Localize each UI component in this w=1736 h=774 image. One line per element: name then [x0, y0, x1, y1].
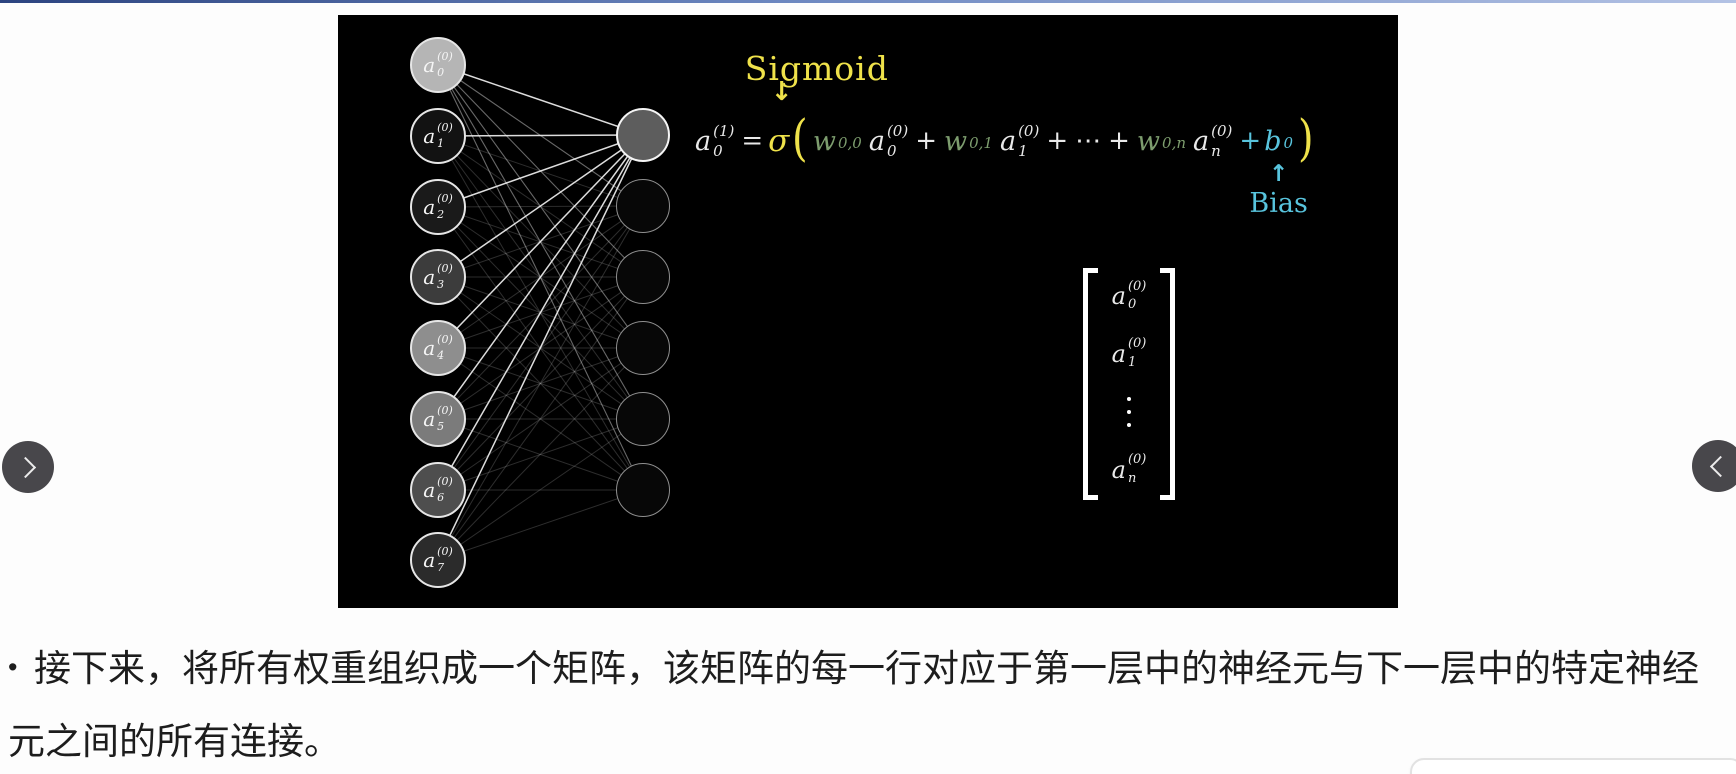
vector-entry-1: a(0)1: [1111, 336, 1147, 370]
input-neuron-6: a(0)6: [410, 462, 466, 518]
sigma-symbol: σ: [768, 122, 790, 159]
slide-canvas: a(0)0 a(0)1 a(0)2 a(0)3 a(0)4 a(0)5 a(0)6 a(0)7…: [338, 15, 1398, 608]
input-neuron-1: a(0)1: [410, 108, 466, 164]
plus-operator: +: [915, 126, 937, 156]
next-slide-button[interactable]: [1692, 440, 1736, 492]
caption-line-1: 接下来，将所有权重组织成一个矩阵，该矩阵的每一行对应于第一层中的神经元与下一层中…: [34, 648, 1699, 689]
input-neuron-label: a(0)2: [423, 191, 453, 221]
input-neuron-label: a(0)0: [423, 49, 453, 79]
formula-lhs: a(1)0: [695, 121, 735, 160]
vector-entry-3: a(0)n: [1111, 452, 1147, 486]
equals-sign: =: [741, 126, 764, 156]
sigmoid-down-arrow-icon: ↓: [770, 77, 793, 107]
bullet-icon: •: [8, 652, 18, 682]
input-neuron-label: a(0)6: [423, 474, 453, 504]
bias-annotation: ↑ Bias: [1234, 161, 1324, 220]
vector-entries: a(0)0 a(0)1 a(0)n: [1098, 268, 1160, 500]
next-layer-neuron-0: [616, 108, 670, 162]
input-neuron-label: a(0)4: [423, 332, 453, 362]
network-connections-graphic: [437, 64, 644, 561]
next-layer-neuron-2: [616, 250, 670, 304]
top-accent-bar: [0, 0, 1736, 3]
activation-n: a(0)n: [1193, 121, 1233, 160]
input-neuron-4: a(0)4: [410, 320, 466, 376]
activation-0: a(0)0: [868, 121, 909, 160]
input-neuron-label: a(0)1: [423, 120, 453, 150]
bias-label: Bias: [1249, 188, 1308, 219]
next-layer-neuron-5: [616, 463, 670, 517]
input-neuron-label: a(0)3: [423, 261, 453, 291]
plus-operator: +: [1108, 126, 1130, 156]
input-neuron-label: a(0)5: [423, 403, 453, 433]
plus-operator: +: [1046, 126, 1069, 156]
bias-plus: +: [1239, 126, 1262, 156]
prev-slide-button[interactable]: [2, 441, 54, 493]
bias-up-arrow-icon: ↑: [1268, 161, 1289, 187]
input-neuron-3: a(0)3: [410, 249, 466, 305]
input-neuron-0: a(0)0: [410, 37, 466, 93]
input-neuron-7: a(0)7: [410, 532, 466, 588]
caption-line-2: 元之间的所有连接。: [8, 721, 341, 762]
sigmoid-label: Sigmoid: [744, 49, 889, 88]
input-neuron-label: a(0)7: [423, 544, 453, 574]
cdots: ⋯: [1075, 126, 1102, 156]
activation-1: a(0)1: [999, 121, 1040, 160]
input-neuron-5: a(0)5: [410, 391, 466, 447]
input-neuron-2: a(0)2: [410, 179, 466, 235]
open-paren: (: [792, 108, 808, 167]
chevron-left-icon: [1709, 455, 1732, 477]
close-paren: ): [1297, 108, 1314, 167]
chevron-right-icon: [14, 456, 37, 478]
next-layer-neuron-1: [616, 179, 670, 233]
vector-right-bracket: [1160, 268, 1175, 500]
caption-text: • 接下来，将所有权重组织成一个矩阵，该矩阵的每一行对应于第一层中的神经元与下一层…: [8, 631, 1734, 774]
next-layer-neuron-4: [616, 392, 670, 446]
bottom-right-card[interactable]: [1410, 758, 1736, 774]
vector-ellipsis: [1127, 396, 1131, 427]
activation-vector: a(0)0 a(0)1 a(0)n: [1083, 268, 1175, 500]
vector-entry-0: a(0)0: [1111, 279, 1147, 313]
next-layer-neuron-3: [616, 321, 670, 375]
vector-left-bracket: [1083, 268, 1098, 500]
